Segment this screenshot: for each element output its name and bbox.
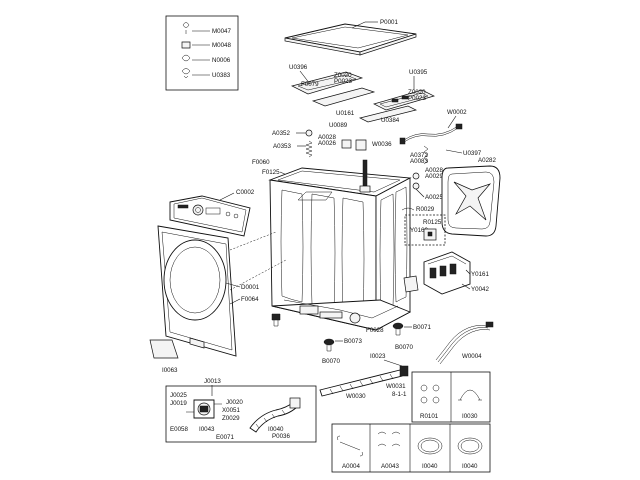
label-z0020-top: Z0020 xyxy=(334,72,352,79)
label-p0036: P0036 xyxy=(272,433,290,440)
label-b0073: B0073 xyxy=(344,338,362,345)
label-a0372: A0372 xyxy=(410,152,428,159)
label-f0079: F0079 xyxy=(301,81,319,88)
label-b0070-right: B0070 xyxy=(395,344,413,351)
upper-small-parts: U0089 A0352 A0028 A0026 W0036 A0353 U039… xyxy=(252,122,496,201)
label-u0396: U0396 xyxy=(289,64,308,71)
label-a0282: A0282 xyxy=(478,157,496,164)
label-r0029: R0029 xyxy=(416,206,435,213)
label-u0384: U0384 xyxy=(381,117,400,124)
label-i0063: I0063 xyxy=(162,367,178,374)
label-u0089: U0089 xyxy=(329,122,348,129)
label-e0071: E0071 xyxy=(216,434,234,441)
label-i0030: I0030 xyxy=(462,413,478,420)
label-f0060: F0060 xyxy=(252,159,270,166)
front-panel: D0001 F0064 xyxy=(157,225,287,357)
label-u0395: U0395 xyxy=(409,69,428,76)
label-i0040-pump: I0040 xyxy=(268,426,284,433)
hose-coil-icon xyxy=(457,437,483,455)
label-plate: I0063 xyxy=(149,339,179,374)
label-i0023: I0023 xyxy=(370,353,386,360)
label-ratio: 8-1-1 xyxy=(392,391,407,398)
label-w0030: W0030 xyxy=(346,393,366,400)
label-e0058: E0058 xyxy=(170,426,188,433)
label-d0001: D0001 xyxy=(241,284,260,291)
pump-and-valves: R0029 R0125 Y0160 Y0161 Y0042 xyxy=(401,206,489,295)
hose-clamp-icon xyxy=(182,22,190,34)
cap-icon xyxy=(181,41,191,49)
label-i0040-mid: I0040 xyxy=(422,463,438,470)
label-j0020: J0020 xyxy=(226,399,243,406)
label-r0125: R0125 xyxy=(423,219,442,226)
label-p0001: P0001 xyxy=(380,19,398,26)
feet-parts: B0071 B0070 B0073 B0070 xyxy=(322,322,431,365)
label-a0026-upper: A0026 xyxy=(318,140,336,147)
label-y0042: Y0042 xyxy=(471,286,489,293)
pump-assembly-box: J0013 J0025 J0019 J0020 X0051 Z0029 E005… xyxy=(165,378,317,443)
label-a0028-upper: A0028 xyxy=(318,134,336,141)
label-u0383: U0383 xyxy=(212,72,231,79)
label-f0125: F0125 xyxy=(262,169,280,176)
spring-clip-icon xyxy=(181,68,191,78)
label-j0019: J0019 xyxy=(170,400,187,407)
label-m0048: M0048 xyxy=(212,42,231,49)
label-p0023-top: P0023 xyxy=(334,78,352,85)
label-z0020-right: Z0020 xyxy=(408,89,426,96)
wrench-icon xyxy=(337,435,363,457)
door-window xyxy=(163,239,227,321)
label-w0031: W0031 xyxy=(386,383,406,390)
label-a0083: A0083 xyxy=(410,158,428,165)
cabinet: F0028 xyxy=(268,159,412,334)
label-a0353: A0353 xyxy=(273,143,291,150)
label-a0029: A0029 xyxy=(425,173,443,180)
dial-knob-icon xyxy=(192,204,204,216)
label-a0004: A0004 xyxy=(342,463,360,470)
label-r0101: R0101 xyxy=(420,413,439,420)
label-i0040-right: I0040 xyxy=(462,463,478,470)
label-w0002: W0002 xyxy=(447,109,467,116)
label-u0397: U0397 xyxy=(463,150,482,157)
label-w0004: W0004 xyxy=(462,353,482,360)
control-panel: C0002 xyxy=(169,189,255,237)
label-f0028: F0028 xyxy=(366,327,384,334)
label-a0028-lower: A0028 xyxy=(425,167,443,174)
label-a0352: A0352 xyxy=(272,130,290,137)
drain-hose: I0023 W0031 8-1-1 W0030 xyxy=(319,353,409,400)
label-a0043: A0043 xyxy=(381,463,399,470)
label-z0029: Z0029 xyxy=(222,415,240,422)
accessory-legend-box: M0047 M0048 N0006 U0383 xyxy=(165,15,239,91)
label-f0064: F0064 xyxy=(241,296,259,303)
label-i0043: I0043 xyxy=(199,426,215,433)
top-plate: P0001 xyxy=(284,19,417,56)
door-gasket-frame xyxy=(441,165,501,237)
label-w0036: W0036 xyxy=(372,141,392,148)
label-y0160: Y0160 xyxy=(410,227,428,234)
control-panel-frame: U0396 F0079 Z0020 P0023 xyxy=(289,64,376,107)
label-u0161: U0161 xyxy=(336,110,355,117)
label-n0006: N0006 xyxy=(212,57,231,64)
wire-harness: W0002 xyxy=(399,109,467,145)
accessory-grid: R0101 I0030 A0004 A0043 I0040 I0040 xyxy=(331,371,491,473)
label-b0070-left: B0070 xyxy=(322,358,340,365)
power-cord: W0004 xyxy=(435,321,494,365)
label-c0002: C0002 xyxy=(236,189,255,196)
label-j0025: J0025 xyxy=(170,392,187,399)
label-m0047: M0047 xyxy=(212,28,231,35)
label-j0013: J0013 xyxy=(204,378,221,385)
label-y0161: Y0161 xyxy=(471,271,489,278)
label-a0025: A0025 xyxy=(425,194,443,201)
detergent-panel: U0395 Z0020 P0023 U0161 U0384 xyxy=(336,69,435,124)
bracket-icon xyxy=(458,389,482,401)
label-x0051: X0051 xyxy=(222,407,240,414)
ring-icon xyxy=(181,54,191,62)
label-p0023-right: P0023 xyxy=(408,95,426,102)
label-b0071: B0071 xyxy=(413,324,431,331)
hose-coil-icon xyxy=(417,437,443,455)
